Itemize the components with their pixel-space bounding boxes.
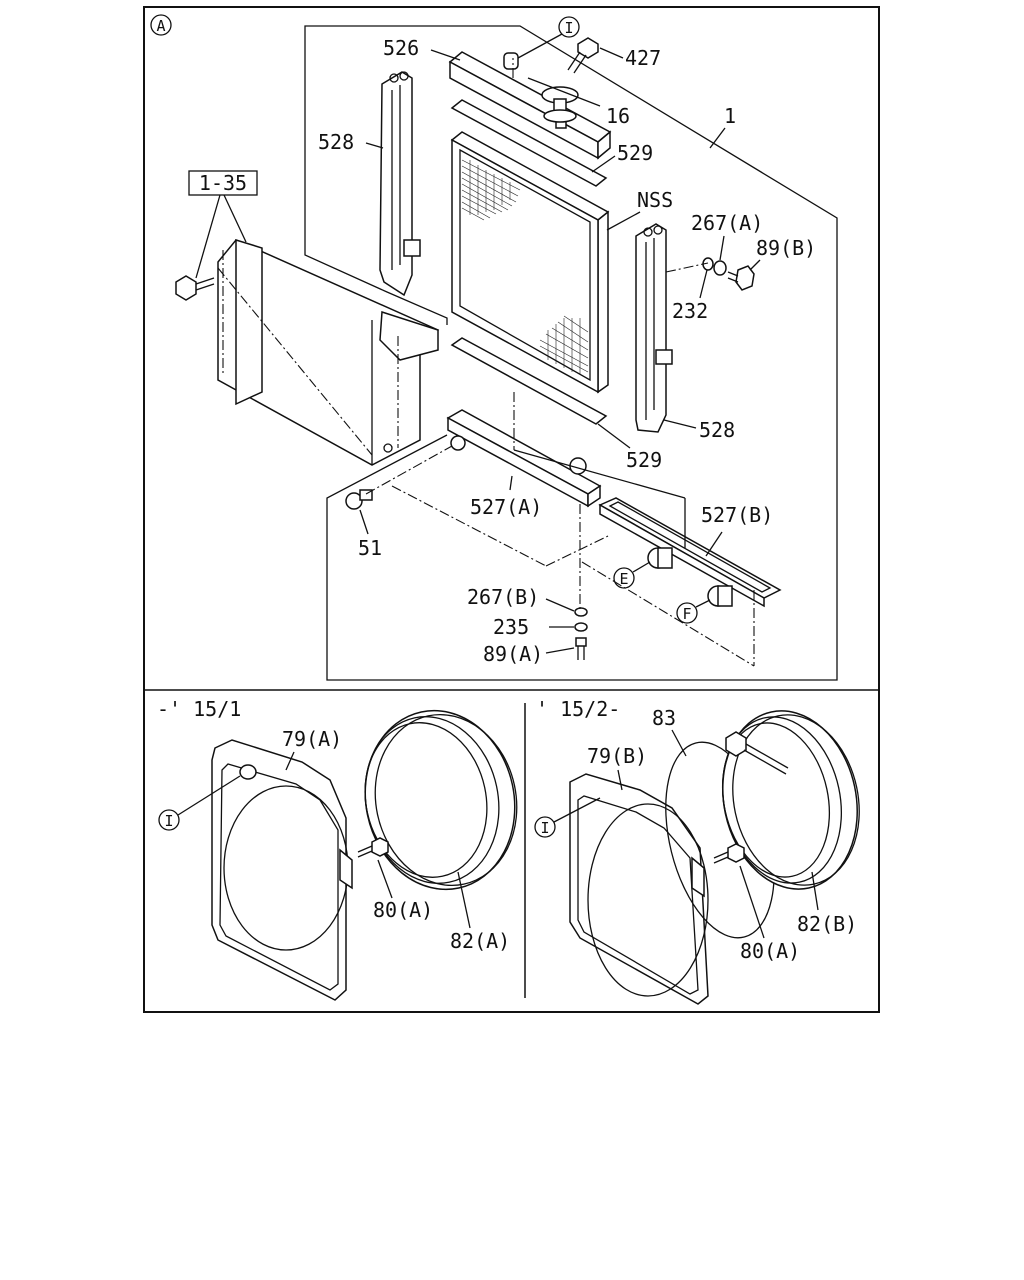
label-267a: 267(A) xyxy=(691,211,763,235)
label-80a-left: 80(A) xyxy=(373,898,433,922)
label-82b: 82(B) xyxy=(797,912,857,936)
label-427: 427 xyxy=(625,46,661,70)
label-528-bottom: 528 xyxy=(699,418,735,442)
bottom-left-callouts: 79(A) I 80(A) 82(A) xyxy=(158,727,510,953)
lower-tank xyxy=(446,409,602,508)
svg-text:F: F xyxy=(682,605,691,623)
left-side-bracket xyxy=(379,71,421,297)
bolt-89b xyxy=(727,265,755,291)
radiator-cap xyxy=(541,86,579,123)
label-1: 1 xyxy=(724,104,736,128)
svg-text:I: I xyxy=(564,19,573,37)
assembly-1-boundary-right xyxy=(326,25,838,681)
label-527b: 527(B) xyxy=(701,503,773,527)
circle-ref-i-left: I xyxy=(158,775,241,831)
lower-assembly-bracket-2 xyxy=(513,449,686,499)
intercooler xyxy=(217,238,440,466)
assembly-1-boundary xyxy=(304,25,448,325)
label-83: 83 xyxy=(652,706,676,730)
section-marker: A xyxy=(150,14,172,36)
diagram-frame xyxy=(143,6,880,1013)
label-89b: 89(B) xyxy=(756,236,816,260)
label-232: 232 xyxy=(672,299,708,323)
label-82a: 82(A) xyxy=(450,929,510,953)
group-ref-1-35: 1-35 xyxy=(188,170,258,279)
label-nss: NSS xyxy=(637,188,673,212)
label-267b: 267(B) xyxy=(467,585,539,609)
label-235: 235 xyxy=(493,615,529,639)
rubber-mount-e xyxy=(647,547,673,569)
fan-ring-82a xyxy=(364,709,518,891)
svg-text:I: I xyxy=(164,812,173,830)
label-529-top: 529 xyxy=(617,141,653,165)
period-label-left: -' 15/1 xyxy=(157,697,241,721)
label-89a: 89(A) xyxy=(483,642,543,666)
svg-text:E: E xyxy=(619,570,628,588)
bolt-80a-right xyxy=(713,843,745,864)
label-79a: 79(A) xyxy=(282,727,342,751)
fan-ring-82b xyxy=(721,710,860,890)
svg-text:I: I xyxy=(540,819,549,837)
upper-seal xyxy=(450,99,608,187)
assembly-centerlines xyxy=(217,58,755,667)
period-label-right: ' 15/2- xyxy=(536,697,620,721)
fan-shroud-79b xyxy=(569,773,709,1005)
top-callouts: 526 I 427 16 1 528 529 1-35 NSS 267(A) 8… xyxy=(188,16,816,666)
radiator-core xyxy=(450,131,610,394)
label-79b: 79(B) xyxy=(587,744,647,768)
clamp-bolt xyxy=(725,731,789,775)
label-51: 51 xyxy=(358,536,382,560)
circle-ref-e: E xyxy=(613,561,651,589)
rubber-mount-f xyxy=(707,585,733,607)
svg-text:1-35: 1-35 xyxy=(199,171,247,195)
lower-support xyxy=(598,497,782,608)
label-528-top: 528 xyxy=(318,130,354,154)
circle-ref-i-right: I xyxy=(534,797,601,838)
fan-shroud-79a xyxy=(211,739,353,1001)
svg-text:A: A xyxy=(156,17,165,35)
label-16: 16 xyxy=(606,104,630,128)
lower-seal xyxy=(450,337,608,425)
label-80a-right: 80(A) xyxy=(740,939,800,963)
label-529-bottom: 529 xyxy=(626,448,662,472)
upper-tank xyxy=(448,51,612,160)
right-side-bracket xyxy=(635,223,673,433)
bolt-1-35 xyxy=(175,275,215,301)
label-526: 526 xyxy=(383,36,419,60)
label-527a: 527(A) xyxy=(470,495,542,519)
mount-hardware xyxy=(574,607,588,660)
drain-plug xyxy=(345,489,373,510)
bolt-80a-left xyxy=(357,837,389,858)
circle-ref-f: F xyxy=(676,599,711,624)
bolt-427 xyxy=(567,37,599,74)
circle-ref-i-top: I xyxy=(517,16,580,59)
bottom-right-callouts: 83 79(B) I 82(B) 80(A) xyxy=(534,706,857,963)
